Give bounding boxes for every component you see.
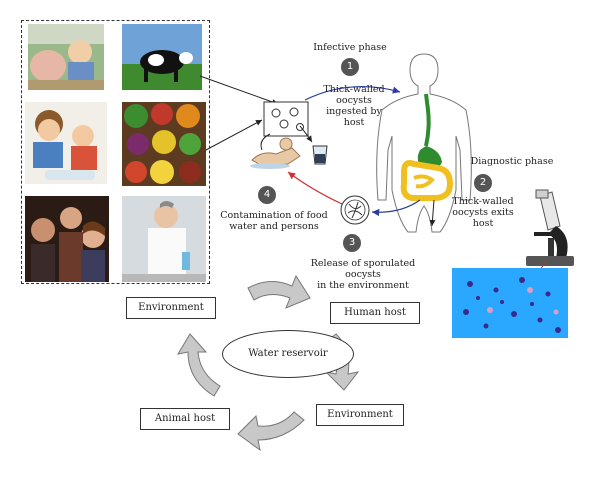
infective-arrow <box>304 85 401 101</box>
cycle-arrow-bottom <box>237 411 305 452</box>
human-body-icon <box>376 53 472 233</box>
card-loop-arrow <box>299 125 313 143</box>
person-drinking-icon <box>250 137 301 169</box>
step-3-badge: 3 <box>343 234 361 252</box>
fruits-vegetables-photo <box>122 102 206 186</box>
human-host-box: Human host <box>330 302 420 324</box>
card-side-arrow <box>260 133 271 151</box>
child-and-pig-photo <box>28 24 104 90</box>
micrograph-image <box>452 268 568 338</box>
water-reservoir-ellipse: Water reservoir <box>222 330 354 378</box>
group-of-people-photo <box>25 196 109 282</box>
laboratory-worker-photo <box>122 196 206 282</box>
step-2-badge: 2 <box>474 174 492 192</box>
photo-collage <box>21 20 210 284</box>
contamination-arrow <box>287 171 343 205</box>
cycle-arrow-left <box>176 333 221 397</box>
collage-arrow-bottom <box>205 119 263 151</box>
cow-in-field-photo <box>122 24 202 90</box>
release-arrow <box>371 199 421 217</box>
cycle-arrow-top <box>247 274 311 309</box>
animal-host-box: Animal host <box>140 408 230 430</box>
microscope-icon <box>526 189 574 266</box>
infective-phase-label: Infective phase <box>313 42 387 53</box>
diagnostic-phase-label: Diagnostic phase <box>470 156 554 167</box>
children-washing-hands-photo <box>25 102 107 184</box>
step-4-badge: 4 <box>258 186 276 204</box>
water-glass-icon <box>312 145 328 165</box>
environment-box-top: Environment <box>126 297 216 319</box>
environment-box-bottom: Environment <box>316 404 404 426</box>
step-1-badge: 1 <box>341 58 359 76</box>
sporulated-oocyst-icon <box>340 195 370 225</box>
collage-arrow-top <box>199 75 279 105</box>
oocyst-card-icon <box>263 101 309 137</box>
